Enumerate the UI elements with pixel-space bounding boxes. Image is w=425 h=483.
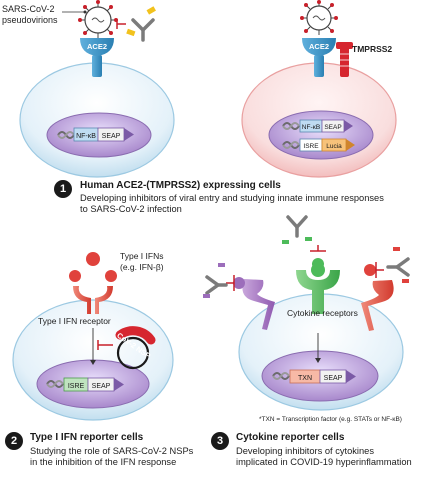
section2-title: Type I IFN reporter cells (30, 432, 144, 443)
inhibitor-icon-left (116, 19, 126, 29)
virion-icon-left (78, 0, 118, 38)
ifn-receptor-label: Type I IFN receptor (38, 316, 111, 326)
section1-title: Human ACE2-(TMPRSS2) expressing cells (80, 180, 281, 191)
inhibitor-icons-cytokine (226, 245, 384, 291)
ace2-label-left: ACE2 (87, 42, 107, 51)
cytokine-cell: TXN SEAP (238, 293, 404, 411)
txn-footnote: *TXN = Transcription factor (e.g. STATs … (259, 416, 402, 423)
section2-desc-line1: Studying the role of SARS-CoV-2 NSPs (30, 446, 194, 456)
seap-label-left: SEAP (102, 133, 121, 140)
antibody-icons-cytokine (203, 215, 410, 298)
nfkb-label-right: NF-κB (302, 124, 320, 131)
section2-number: 2 (5, 432, 23, 450)
ace2-receptor-left: ACE2 (80, 38, 114, 77)
ace2-label-right: ACE2 (309, 42, 329, 51)
tmprss2-label: TMPRSS2 (352, 44, 393, 54)
seap-label-cytokine: SEAP (324, 375, 343, 382)
nsp-inhibition-icon (97, 340, 113, 350)
cytokine-receptors-label: Cytokine receptors (287, 308, 358, 318)
virion-icon-right (300, 0, 338, 35)
antibody-icon-left (126, 6, 156, 42)
nfkb-label-left: NF-κB (76, 133, 96, 140)
seap-label-ifn: SEAP (92, 383, 111, 390)
ifn-ligand-icons (69, 252, 117, 282)
ifn-label-line1: Type I IFNs (120, 251, 164, 261)
pseudovirions-label: SARS-CoV-2 pseudovirions (2, 4, 58, 25)
section2-desc-line2: in the inhibition of the IFN response (30, 457, 177, 467)
section3-desc-line2: implicated in COVID-19 hyperinflammation (236, 457, 412, 467)
section3-number: 3 (211, 432, 229, 450)
cytokine-receptor-purple (242, 279, 275, 330)
nucleus-right (268, 110, 374, 160)
seap-label-right: SEAP (324, 124, 341, 131)
tmprss2-icon (336, 42, 353, 77)
section3-desc-line1: Developing inhibitors of cytokines (236, 446, 374, 456)
nsp-plasmid-icon (115, 326, 156, 370)
ace2-tmprss2-cell-right: NF-κB SEAP ISRE Lucia (241, 62, 397, 178)
section1-desc-line1: Developing inhibitors of viral entry and… (80, 193, 384, 203)
cytokine-ligand-icons (233, 258, 376, 289)
ifn-label-line2: (e.g. IFN-β) (120, 262, 164, 272)
section1-desc-line2: to SARS-CoV-2 infection (80, 204, 182, 214)
cytokine-receptor-red (361, 280, 394, 331)
isre-label-right: ISRE (303, 143, 319, 150)
section3-title: Cytokine reporter cells (236, 432, 345, 443)
ifn-receptor-icon (73, 286, 113, 314)
txn-label: TXN (298, 375, 312, 382)
ace2-receptor-right: ACE2 (302, 38, 336, 77)
section1-number: 1 (54, 180, 72, 198)
ace2-cell-left: NF-κB SEAP (19, 62, 175, 178)
lucia-label-right: Lucia (326, 143, 342, 150)
isre-label-ifn: ISRE (68, 383, 85, 390)
